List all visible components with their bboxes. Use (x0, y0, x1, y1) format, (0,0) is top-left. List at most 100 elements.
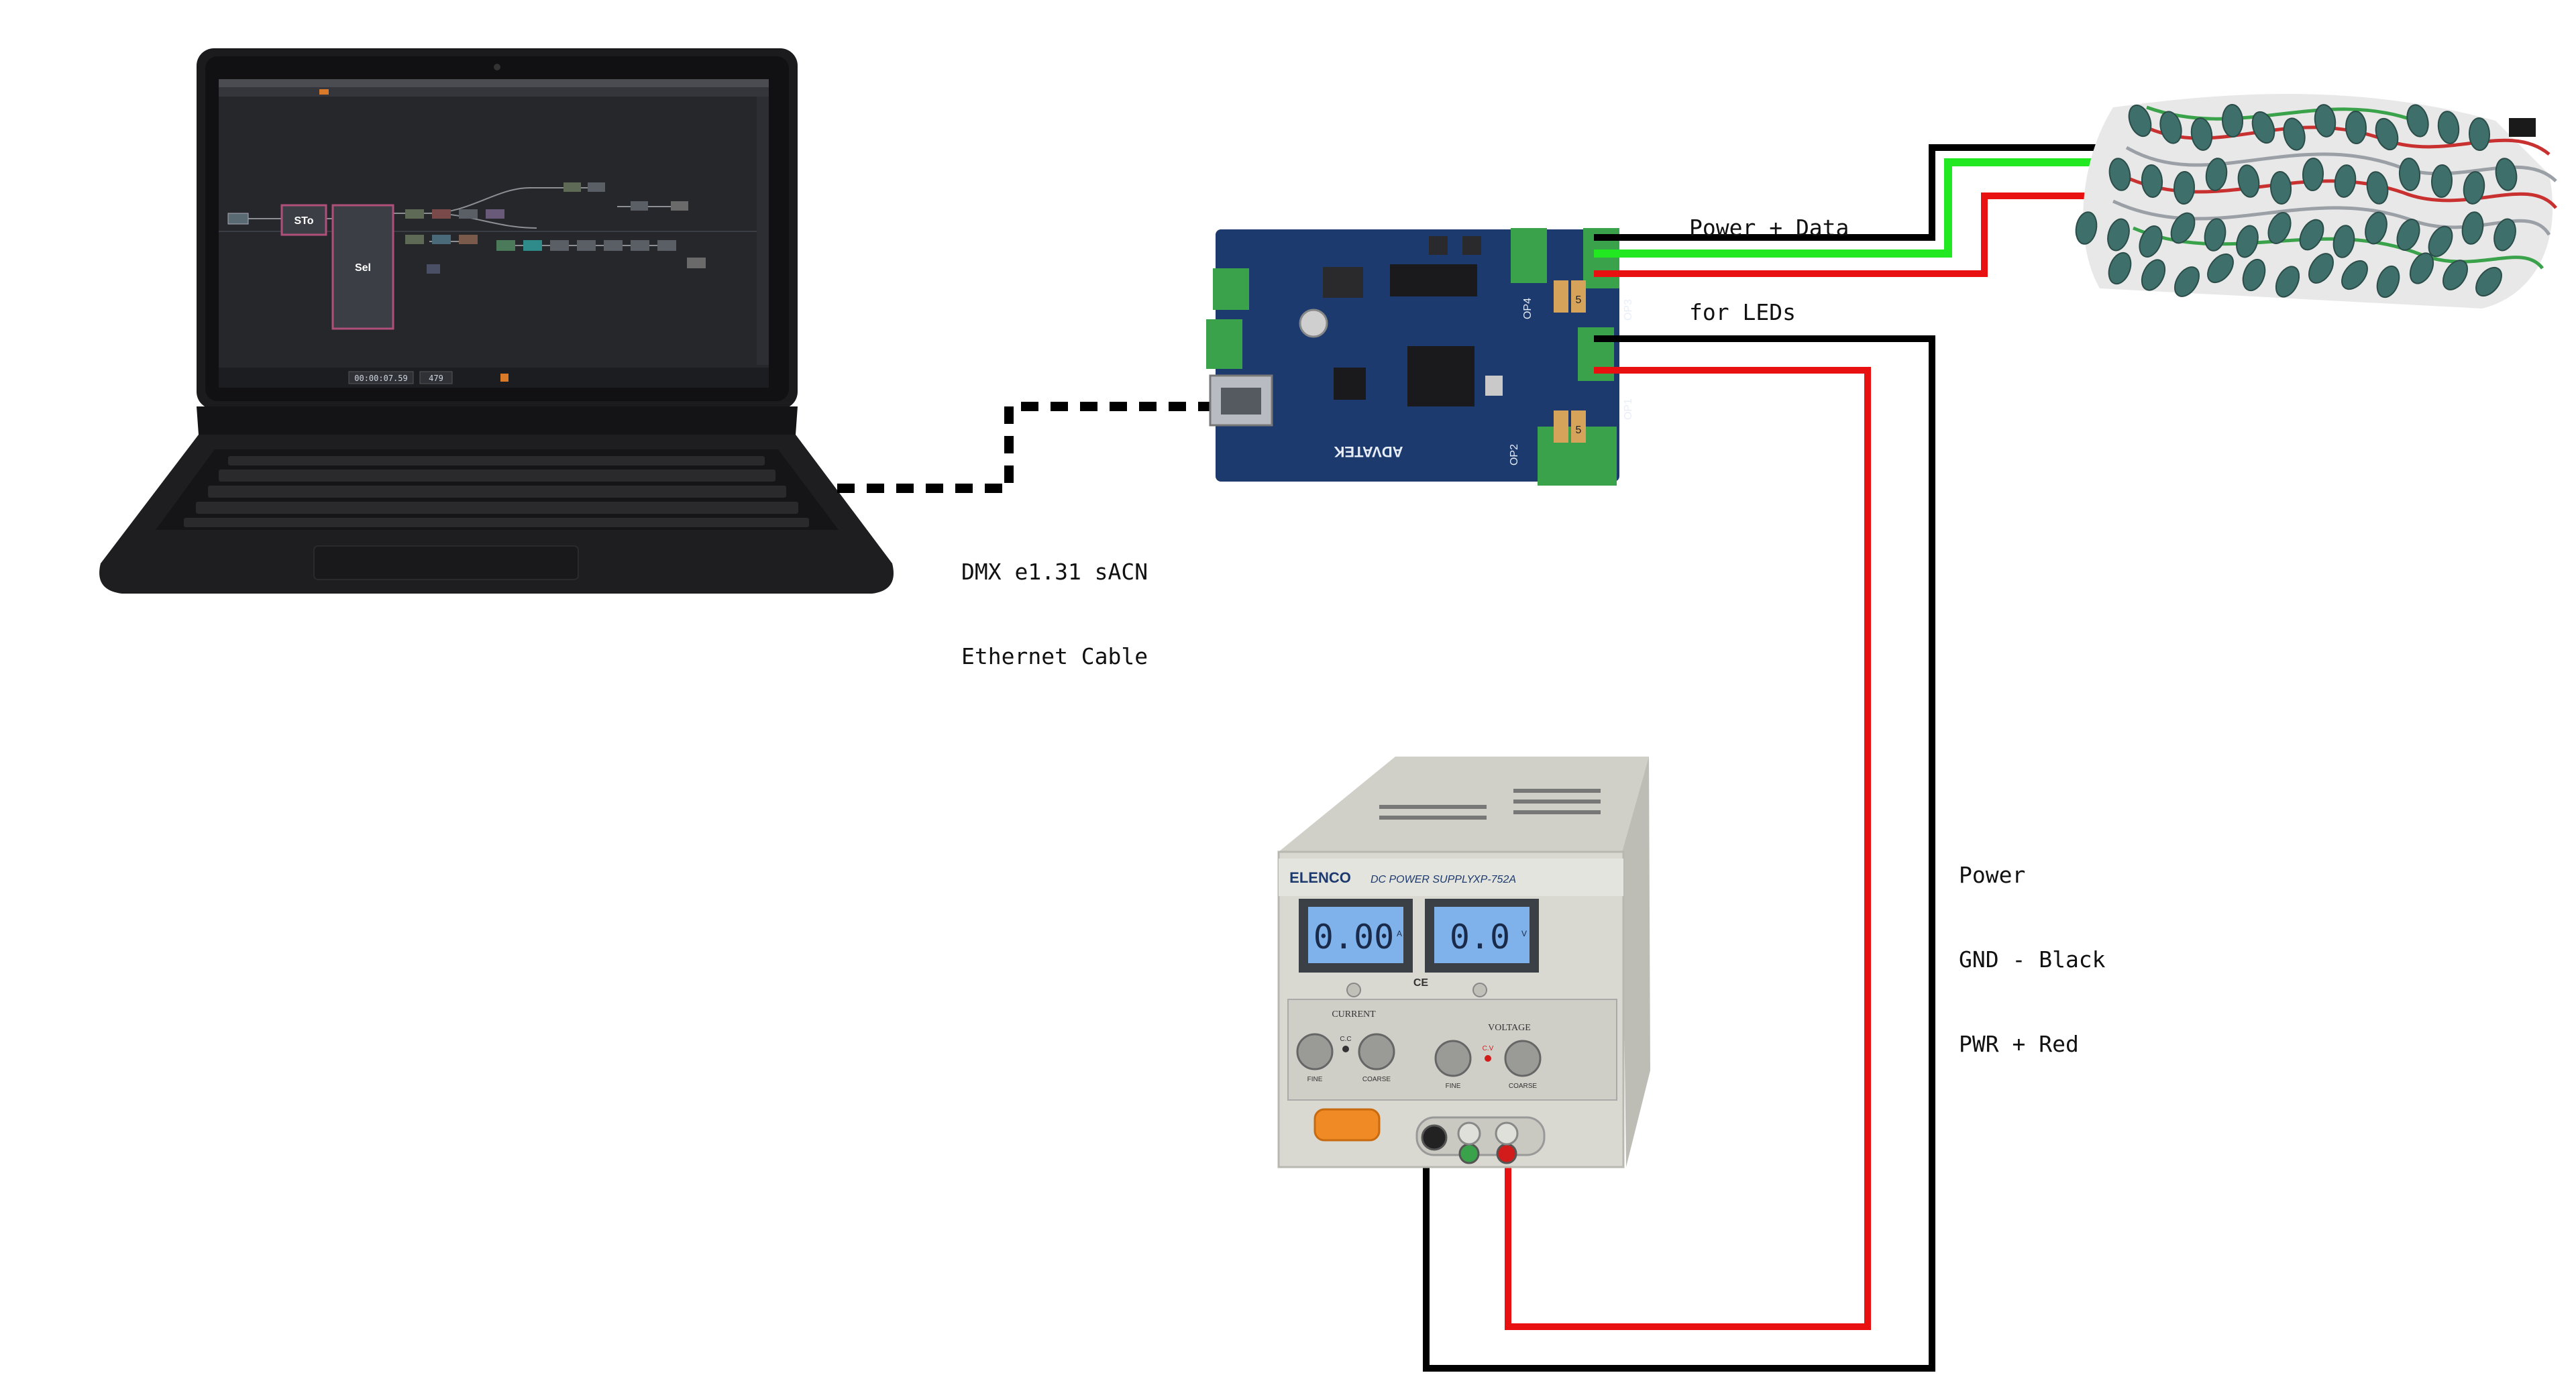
cv-led (1485, 1055, 1491, 1062)
voltage-section-label: VOLTAGE (1488, 1023, 1531, 1033)
knob-label-2: COARSE (1362, 1076, 1391, 1083)
led-pixel (2283, 117, 2306, 151)
webcam (494, 64, 500, 70)
keyboard-keys (184, 456, 809, 527)
led-pixel (2075, 211, 2098, 245)
port-op2: OP2 (1509, 444, 1520, 465)
node-sel-label: Sel (355, 262, 371, 274)
ic-chip-1 (1390, 264, 1477, 296)
psu-header (1279, 859, 1623, 896)
board-brand: ADVATEK (1334, 443, 1403, 460)
timecode-box (348, 371, 414, 384)
screen-toolbar (219, 87, 769, 97)
led-pixel (2461, 211, 2484, 245)
voltage-display (1434, 907, 1529, 963)
led-pixel (2409, 252, 2434, 284)
led-pixel (2242, 258, 2266, 292)
crystal (1485, 376, 1503, 396)
led-pixel (2190, 117, 2213, 151)
led-pixel (2375, 117, 2399, 151)
laptop-hinge (197, 406, 798, 435)
led-pixel (2204, 218, 2226, 252)
wire-data-green (1594, 158, 2160, 258)
ethernet-label-line-1: DMX e1.31 sACN (961, 559, 1148, 585)
current-section-label: CURRENT (1332, 1009, 1376, 1020)
led-pixel (2341, 260, 2368, 290)
led-pixel (2299, 219, 2324, 251)
led-pixel (2495, 158, 2518, 191)
timeline-accent (500, 374, 508, 382)
psu-title: DC POWER SUPPLY (1371, 874, 1474, 885)
terminal-knob-2 (1495, 1121, 1519, 1146)
led-pixel (2267, 212, 2292, 244)
led-pixel (2107, 218, 2130, 252)
terminal-knob-1 (1457, 1121, 1481, 1146)
led-pixel (2468, 117, 2491, 151)
led-pixel (2108, 252, 2132, 285)
led-pixel (2437, 111, 2460, 144)
power-label: Power GND - Black PWR + Red (1959, 805, 2106, 1087)
current-unit: A (1397, 929, 1402, 938)
led-pixel (2334, 164, 2357, 198)
fuse-label-2: 5 (1576, 425, 1582, 436)
wire-data-black (1594, 144, 2160, 241)
screen-titlebar (219, 79, 769, 87)
terminal-ground (1458, 1143, 1480, 1164)
led-pixel (2236, 225, 2259, 258)
led-pixel (2302, 158, 2324, 191)
psu-vents (1379, 789, 1601, 820)
current-display (1308, 907, 1403, 963)
led-pixel (2170, 212, 2196, 244)
port-op1: OP1 (1623, 398, 1634, 420)
current-readout: 0.00 (1313, 918, 1394, 956)
touchpad (313, 545, 579, 580)
led-pixel (2314, 104, 2337, 137)
node-sto-label: STo (294, 215, 313, 227)
display-button-1 (1346, 983, 1361, 997)
knob-label-3: FINE (1446, 1083, 1461, 1090)
led-label-line-1: Power + Data (1689, 215, 1849, 241)
led-pixel (2128, 104, 2152, 137)
led-pixel (2376, 265, 2400, 298)
led-pixel (2332, 225, 2355, 258)
led-label: Power + Data for LEDs (1689, 158, 1849, 355)
ce-mark: CE (1413, 977, 1429, 989)
led-pixel (2269, 171, 2292, 205)
led-pixel (2463, 171, 2485, 205)
led-pixel (2141, 164, 2163, 198)
led-pixel (2365, 211, 2387, 245)
frame-box (419, 371, 453, 384)
knob-label-1: FINE (1307, 1076, 1323, 1083)
aux-terminal (1213, 268, 1249, 310)
wire-power-red (1505, 367, 1871, 1330)
power-terminal (1206, 319, 1242, 369)
power-label-line-3: PWR + Red (1959, 1031, 2079, 1057)
led-connector (2509, 118, 2536, 137)
dc-power-supply: ELENCO DC POWER SUPPLY XP-752A 0.00 A 0.… (1277, 757, 1650, 1168)
led-pixel (2398, 158, 2421, 191)
led-controller-board: 5 5 OP1 OP2 OP3 OP4 ADVATEK (1206, 228, 1634, 486)
led-pixel (2430, 164, 2453, 198)
led-pixel (2174, 266, 2200, 297)
wire-data-red (1594, 192, 2160, 277)
ic-chip-3 (1334, 368, 1366, 400)
ethernet-label-line-2: Ethernet Cable (961, 643, 1148, 669)
led-pixel (2251, 111, 2275, 144)
timecode-text: 00:00:07.59 (354, 374, 407, 383)
screen-toolbar-accent (319, 89, 329, 95)
node-sel (331, 204, 394, 330)
psu-brand: ELENCO (1289, 869, 1351, 886)
led-pixel (2205, 158, 2228, 191)
mcu-chip (1407, 346, 1474, 406)
ic-chip-2 (1323, 267, 1363, 298)
button-2 (1462, 236, 1481, 255)
led-pixel (2428, 225, 2453, 258)
port-op4: OP4 (1522, 298, 1534, 319)
led-pixel (2108, 158, 2131, 191)
knob-label-4: COARSE (1509, 1083, 1538, 1090)
voltage-unit: V (1521, 929, 1527, 938)
psu-side (1622, 757, 1650, 1167)
voltage-readout: 0.0 (1450, 918, 1510, 956)
led-pixel (2139, 225, 2163, 258)
terminal-black (1421, 1124, 1448, 1151)
